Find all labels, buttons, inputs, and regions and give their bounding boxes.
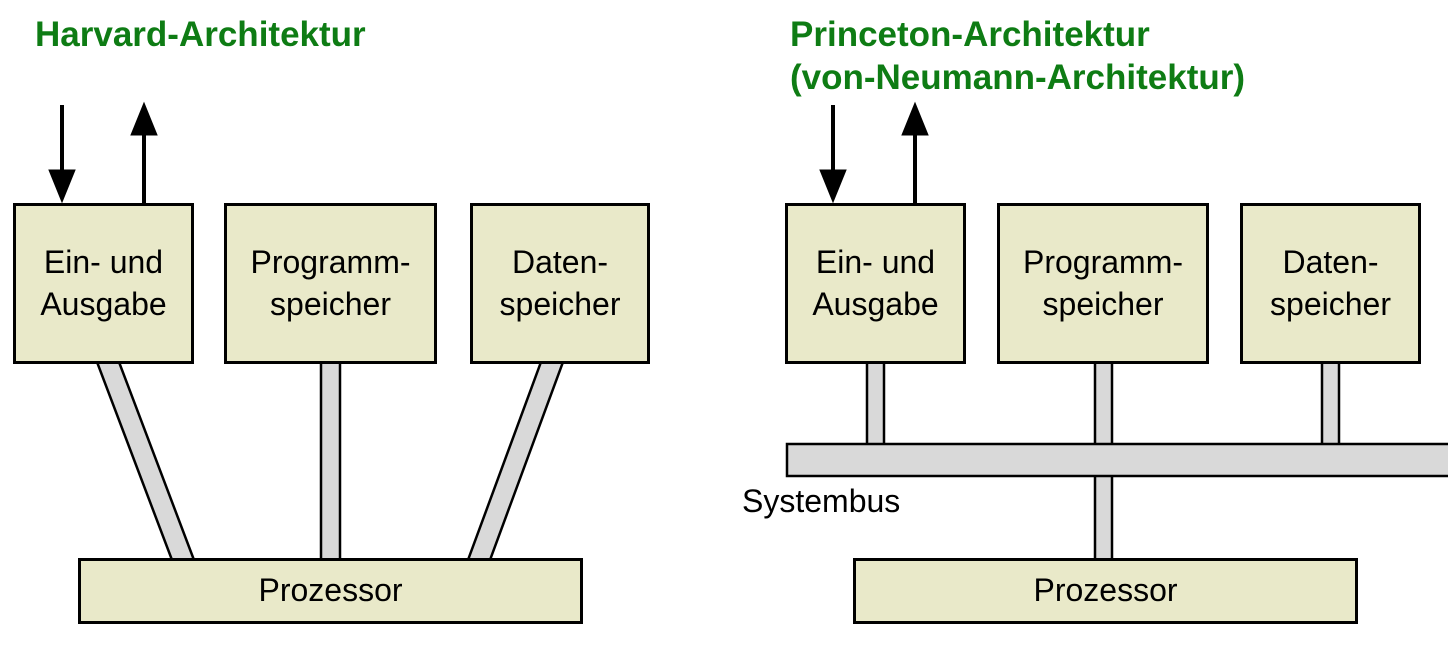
input-arrow-down-icon [819, 105, 847, 204]
princeton-title-line1: Princeton-Architektur [790, 15, 1150, 54]
harvard-program-memory-box: Programm- speicher [224, 203, 437, 364]
harvard-program-label-line2: speicher [270, 285, 391, 322]
harvard-io-label-line1: Ein- und [43, 243, 164, 280]
harvard-data-processor-connector [466, 360, 565, 562]
princeton-program-label-line2: speicher [1042, 285, 1164, 322]
princeton-io-bus-connector [865, 360, 886, 448]
harvard-connectors [95, 360, 565, 562]
harvard-io-label-line2: Ausgabe [40, 285, 167, 322]
harvard-data-label-line1: Daten- [511, 243, 609, 280]
system-bus-label: Systembus [742, 483, 901, 519]
princeton-io-box: Ein- und Ausgabe [785, 203, 966, 364]
harvard-program-label-line1: Programm- [250, 243, 411, 280]
princeton-title-line2: (von-Neumann-Architektur) [790, 57, 1246, 97]
harvard-io-processor-connector [95, 360, 196, 562]
harvard-io-arrows [48, 101, 158, 204]
harvard-processor-label: Prozessor [258, 572, 403, 609]
princeton-data-label-line2: speicher [1270, 285, 1391, 322]
princeton-connectors [785, 360, 1448, 562]
princeton-title: Princeton-Architektur (von-Neumann-Archi… [790, 14, 1245, 99]
harvard-program-processor-connector [319, 360, 342, 562]
system-bus-bar [785, 442, 1448, 478]
harvard-processor-box: Prozessor [78, 558, 583, 624]
princeton-io-label-line1: Ein- und [815, 243, 936, 280]
princeton-io-arrows [819, 101, 929, 204]
princeton-program-label-line1: Programm- [1022, 243, 1183, 280]
princeton-data-memory-box: Daten- speicher [1240, 203, 1421, 364]
input-arrow-down-icon [48, 105, 76, 204]
harvard-title: Harvard-Architektur [35, 15, 366, 54]
princeton-data-bus-connector [1320, 360, 1341, 448]
harvard-data-label-line2: speicher [499, 285, 621, 322]
princeton-program-memory-box: Programm- speicher [997, 203, 1209, 364]
harvard-io-box: Ein- und Ausgabe [13, 203, 194, 364]
princeton-bus-processor-connector [1093, 472, 1114, 562]
output-arrow-up-icon [130, 101, 158, 203]
princeton-program-bus-connector [1093, 360, 1114, 448]
princeton-data-label-line1: Daten- [1282, 243, 1379, 280]
harvard-data-memory-box: Daten- speicher [470, 203, 650, 364]
princeton-processor-box: Prozessor [853, 558, 1358, 624]
princeton-processor-label: Prozessor [1033, 572, 1178, 609]
princeton-io-label-line2: Ausgabe [812, 285, 939, 322]
output-arrow-up-icon [901, 101, 929, 203]
